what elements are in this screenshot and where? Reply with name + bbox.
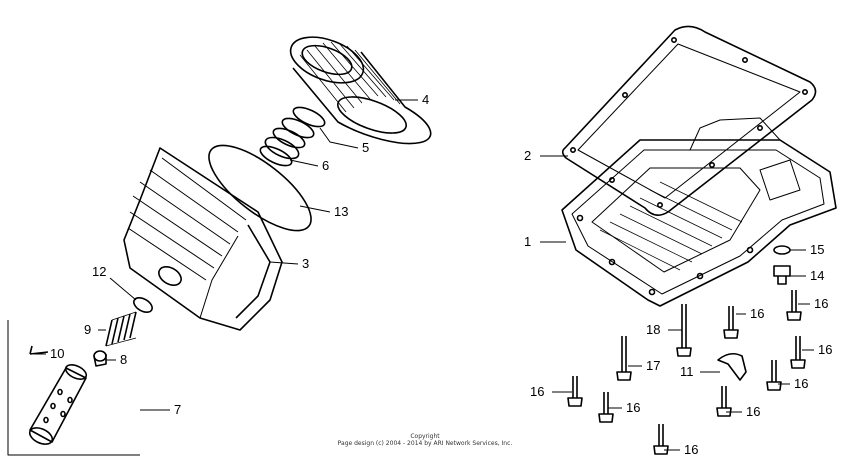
- callout-6: 6: [322, 158, 329, 173]
- oil-pan-gasket: [561, 25, 817, 216]
- filter-seal-rings: [259, 106, 326, 167]
- callout-3: 3: [302, 256, 309, 271]
- relief-valve-body: [7, 320, 140, 456]
- callout-16d: 16: [794, 376, 808, 391]
- oil-pan: [561, 117, 837, 307]
- o-ring: [208, 144, 312, 232]
- oil-filter-cover: [123, 147, 283, 331]
- relief-spring: [105, 311, 137, 347]
- drain-washer: [773, 245, 791, 255]
- callout-16a: 16: [814, 296, 828, 311]
- callout-8: 8: [120, 352, 127, 367]
- drain-bolt: [773, 265, 791, 285]
- callout-4: 4: [422, 92, 429, 107]
- callout-15: 15: [810, 242, 824, 257]
- callout-2: 2: [524, 148, 531, 163]
- callout-9: 9: [84, 322, 91, 337]
- callout-18: 18: [646, 322, 660, 337]
- callout-16c: 16: [818, 342, 832, 357]
- flange-bolts: [567, 290, 806, 455]
- callout-16b: 16: [750, 306, 764, 321]
- callout-11: 11: [680, 364, 694, 379]
- callout-16g: 16: [746, 404, 760, 419]
- callout-16e: 16: [530, 384, 544, 399]
- copyright-line-2: Page design (c) 2004 - 2014 by ARI Netwo…: [337, 440, 513, 447]
- copyright-line-1: Copyright: [410, 433, 440, 440]
- pin: [29, 345, 49, 355]
- callout-10: 10: [50, 346, 64, 361]
- callout-12: 12: [92, 264, 106, 279]
- callout-16h: 16: [684, 442, 698, 457]
- relief-valve-piston: [93, 350, 107, 367]
- oil-filter-element: [289, 36, 432, 145]
- leader-lines: [34, 99, 814, 451]
- small-o-ring: [133, 296, 153, 314]
- callout-14: 14: [810, 268, 824, 283]
- callout-labels: 4 5 6 13 3 12 9 10 8 7 2 1 15 14 16 16 1…: [50, 92, 832, 457]
- callout-17: 17: [646, 358, 660, 373]
- callout-5: 5: [362, 140, 369, 155]
- cable-clamp: [717, 352, 747, 381]
- callout-16f: 16: [626, 400, 640, 415]
- callout-7: 7: [174, 402, 181, 417]
- callout-1: 1: [524, 234, 531, 249]
- callout-13: 13: [334, 204, 348, 219]
